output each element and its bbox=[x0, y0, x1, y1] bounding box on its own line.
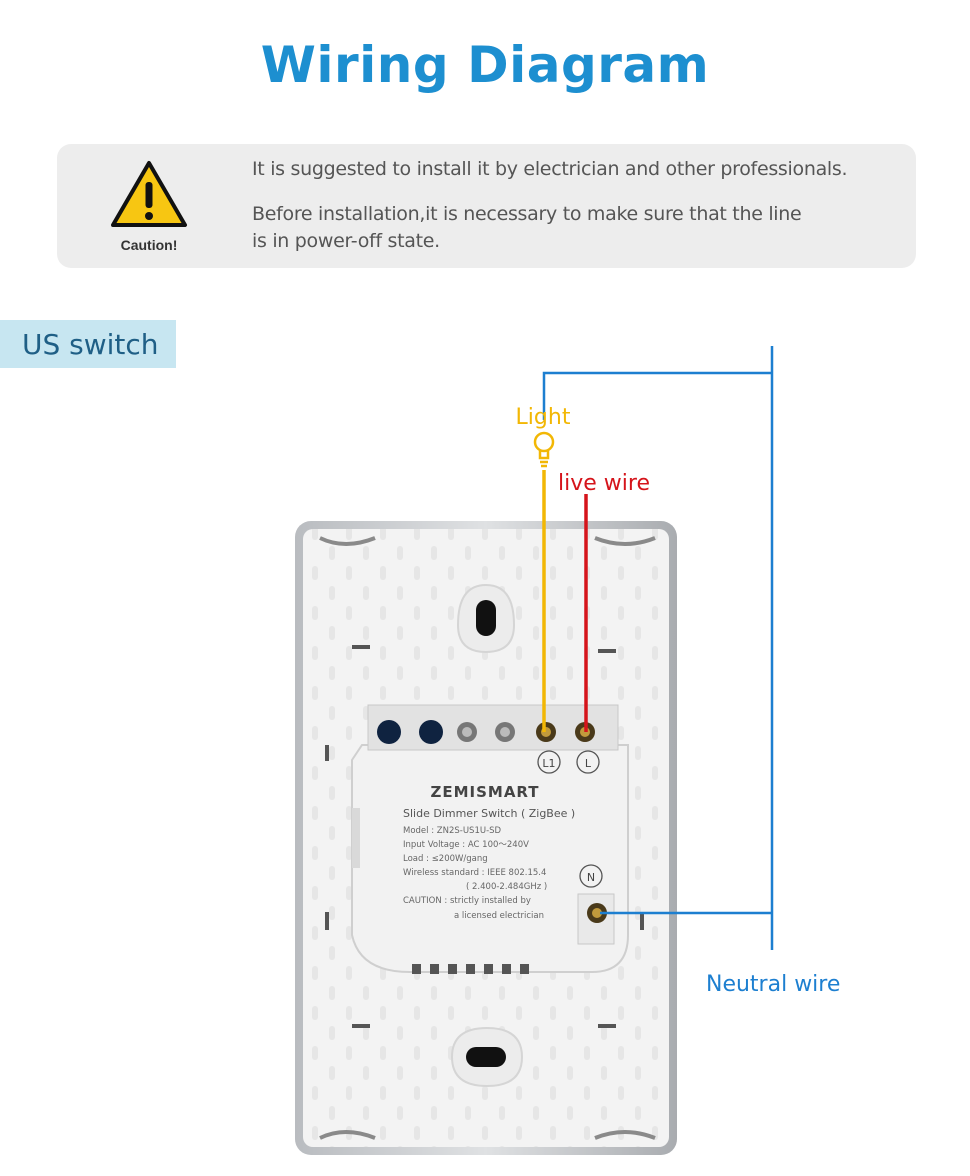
neutral-terminal-block bbox=[577, 893, 615, 945]
caution-text-3: is in power-off state. bbox=[252, 230, 440, 252]
terminal-l-label: L bbox=[585, 757, 592, 770]
warning-triangle-icon bbox=[111, 161, 187, 227]
section-tag-label: US switch bbox=[22, 328, 159, 361]
device-name: Slide Dimmer Switch ( ZigBee ) bbox=[403, 807, 575, 820]
neutral-wire-label: Neutral wire bbox=[706, 972, 840, 997]
device-band: ( 2.400-2.484GHz ) bbox=[466, 882, 547, 892]
section-tag: US switch bbox=[0, 320, 176, 368]
live-wire-label: live wire bbox=[558, 471, 650, 496]
bottom-mount-hole bbox=[466, 1047, 506, 1067]
caution-text-1: It is suggested to install it by electri… bbox=[252, 158, 848, 180]
light-bulb-icon bbox=[533, 431, 555, 468]
terminal-l1-label: L1 bbox=[542, 757, 555, 770]
device-caution-1: CAUTION : strictly installed by bbox=[403, 896, 531, 906]
caution-label: Caution! bbox=[120, 237, 178, 253]
device-caution-2: a licensed electrician bbox=[454, 911, 544, 921]
caution-panel bbox=[57, 144, 916, 268]
device-brand: ZEMISMART bbox=[430, 783, 539, 801]
device-wireless: Wireless standard : IEEE 802.15.4 bbox=[403, 868, 546, 878]
caution-text-2: Before installation,it is necessary to m… bbox=[252, 203, 802, 225]
terminal-n-label: N bbox=[587, 871, 595, 884]
top-mount-hole bbox=[476, 600, 496, 636]
light-label: Light bbox=[516, 405, 571, 430]
page-title: Wiring Diagram bbox=[260, 36, 710, 94]
device-model: Model : ZN2S-US1U-SD bbox=[403, 826, 502, 836]
neutral-wire bbox=[542, 371, 772, 420]
module-body bbox=[351, 744, 629, 973]
device-voltage: Input Voltage : AC 100～240V bbox=[403, 840, 529, 850]
device-load: Load : ≤200W/gang bbox=[403, 854, 488, 864]
